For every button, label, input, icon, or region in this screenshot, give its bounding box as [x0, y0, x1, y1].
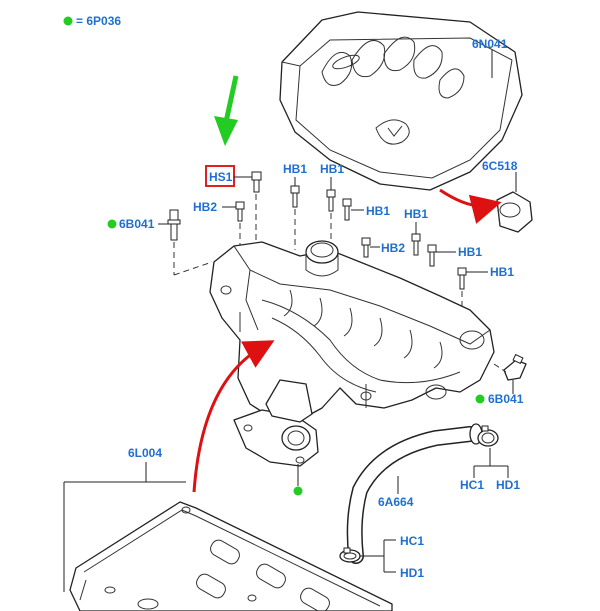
green-arrow — [214, 75, 239, 146]
label-mount: 6C518 — [482, 159, 518, 173]
label-hb1-c: HB1 — [366, 204, 390, 218]
label-hb1-e: HB1 — [458, 245, 482, 259]
intake-manifold — [209, 240, 495, 467]
bolt-hb2-a — [235, 201, 245, 222]
label-hc1-b: HC1 — [400, 534, 424, 548]
label-hb2-b: HB2 — [381, 241, 405, 255]
bolt-hb1-e — [427, 244, 437, 267]
bolt-hb1-d — [411, 233, 421, 256]
label-hb1-d: HB1 — [404, 207, 428, 221]
hose — [346, 423, 483, 564]
dash-stud-right — [493, 363, 507, 373]
stud-right-marker — [475, 394, 485, 404]
label-cover: 6N041 — [472, 37, 508, 51]
label-hc1-a: HC1 — [460, 478, 484, 492]
bolt-hb2-b — [361, 237, 371, 258]
dash-stud-left-2 — [173, 261, 213, 276]
bolt-hs1 — [251, 171, 262, 193]
label-hb2-a: HB2 — [193, 200, 217, 214]
stud-left-marker — [107, 219, 117, 229]
leader-clamp-upper — [473, 448, 509, 478]
engine-cover — [279, 11, 523, 191]
label-gasket: 6L004 — [128, 446, 162, 460]
bolt-hb1-b — [326, 189, 336, 212]
label-stud-left: 6B041 — [119, 217, 155, 231]
label-hose: 6A664 — [378, 495, 414, 509]
label-hb1-f: HB1 — [490, 265, 514, 279]
flange-marker — [293, 486, 303, 496]
legend-text: = 6P036 — [76, 14, 121, 28]
hs1-highlight-box — [205, 165, 235, 187]
label-hd1-a: HD1 — [496, 478, 520, 492]
label-hb1-a: HB1 — [283, 162, 307, 176]
red-arrow-gasket — [192, 340, 275, 493]
label-hs1: HS1 — [209, 170, 233, 184]
label-hd1-b: HD1 — [400, 566, 424, 580]
clamp-upper — [477, 425, 499, 447]
bolt-hb1-f — [457, 267, 467, 290]
red-arrow-mount — [439, 188, 502, 224]
leader-clamp-lower — [360, 539, 396, 573]
bolt-hb1-c — [342, 198, 352, 221]
manifold-gasket — [69, 501, 393, 611]
leader-gasket — [63, 462, 186, 592]
legend-marker — [63, 16, 73, 26]
label-hb1-b: HB1 — [320, 162, 344, 176]
bolt-hb1-a — [290, 185, 300, 208]
stud-right — [503, 353, 527, 381]
stud-left — [167, 209, 181, 241]
engine-cover-mount — [496, 191, 533, 233]
label-stud-right: 6B041 — [488, 392, 524, 406]
